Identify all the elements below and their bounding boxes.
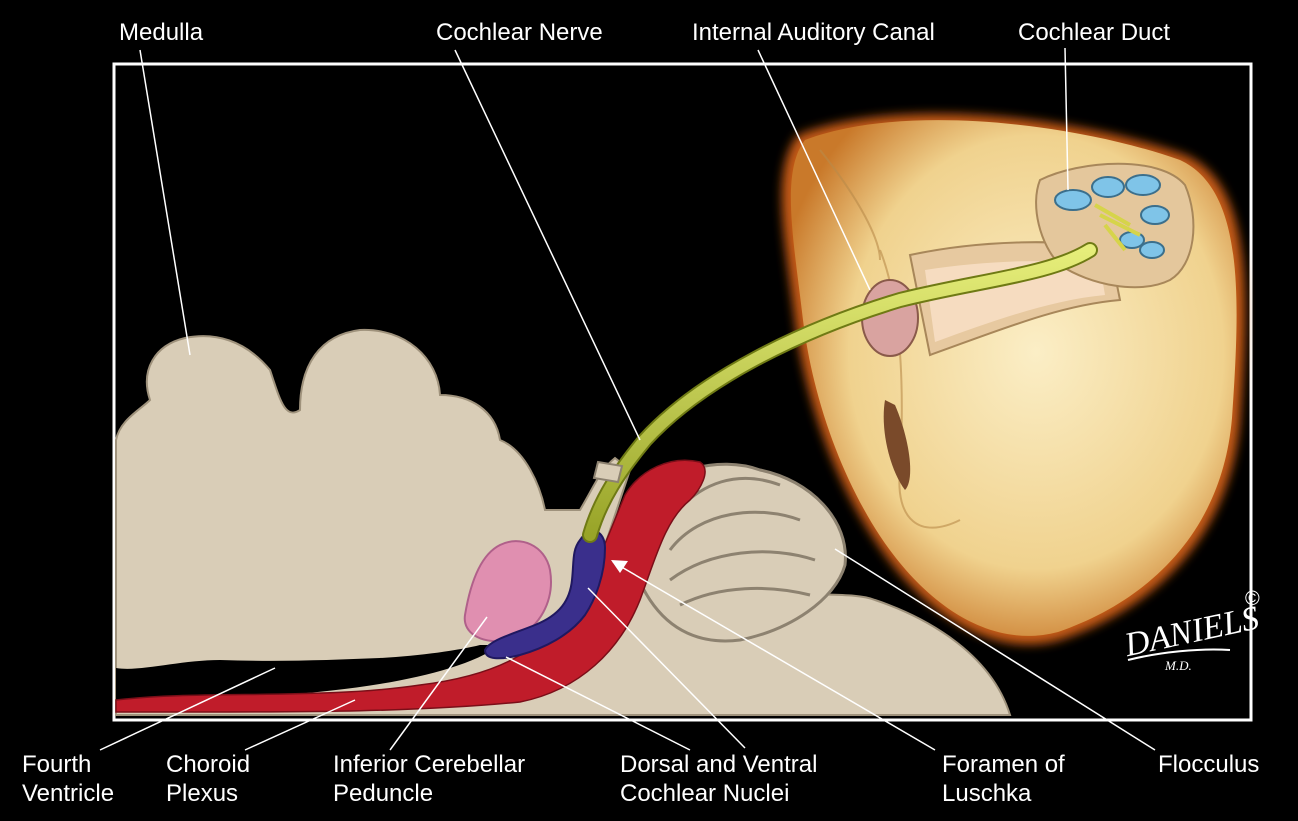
label-cochlear-nerve: Cochlear Nerve — [436, 18, 603, 47]
label-cochlear-nuclei-line2: Cochlear Nuclei — [620, 779, 817, 808]
cochlear-duct-segment — [1092, 177, 1124, 197]
label-cochlear-duct: Cochlear Duct — [1018, 18, 1170, 47]
label-cochlear-nuclei: Dorsal and Ventral Cochlear Nuclei — [620, 750, 817, 808]
label-foramen-of-luschka: Foramen of Luschka — [942, 750, 1065, 808]
cochlear-duct-segment — [1141, 206, 1169, 224]
label-cochlear-nuclei-line1: Dorsal and Ventral — [620, 750, 817, 779]
cochlear-duct-segment — [1126, 175, 1160, 195]
label-fourth-ventricle: Fourth Ventricle — [22, 750, 114, 808]
signature-suffix: M.D. — [1164, 658, 1192, 673]
label-foramen-line1: Foramen of — [942, 750, 1065, 779]
cochlear-duct-segment — [1055, 190, 1091, 210]
label-fourth-ventricle-line2: Ventricle — [22, 779, 114, 808]
label-fourth-ventricle-line1: Fourth — [22, 750, 114, 779]
label-choroid-plexus: Choroid Plexus — [166, 750, 250, 808]
label-flocculus: Flocculus — [1158, 750, 1259, 779]
label-foramen-line2: Luschka — [942, 779, 1065, 808]
label-internal-auditory-canal: Internal Auditory Canal — [692, 18, 935, 47]
signature-copyright: © — [1245, 588, 1260, 610]
cochlear-duct-segment — [1140, 242, 1164, 258]
label-choroid-plexus-line1: Choroid — [166, 750, 250, 779]
label-choroid-plexus-line2: Plexus — [166, 779, 250, 808]
label-icp-line2: Peduncle — [333, 779, 525, 808]
label-inferior-cerebellar-peduncle: Inferior Cerebellar Peduncle — [333, 750, 525, 808]
nerve-root-entry — [594, 462, 622, 482]
label-icp-line1: Inferior Cerebellar — [333, 750, 525, 779]
label-medulla: Medulla — [119, 18, 203, 47]
